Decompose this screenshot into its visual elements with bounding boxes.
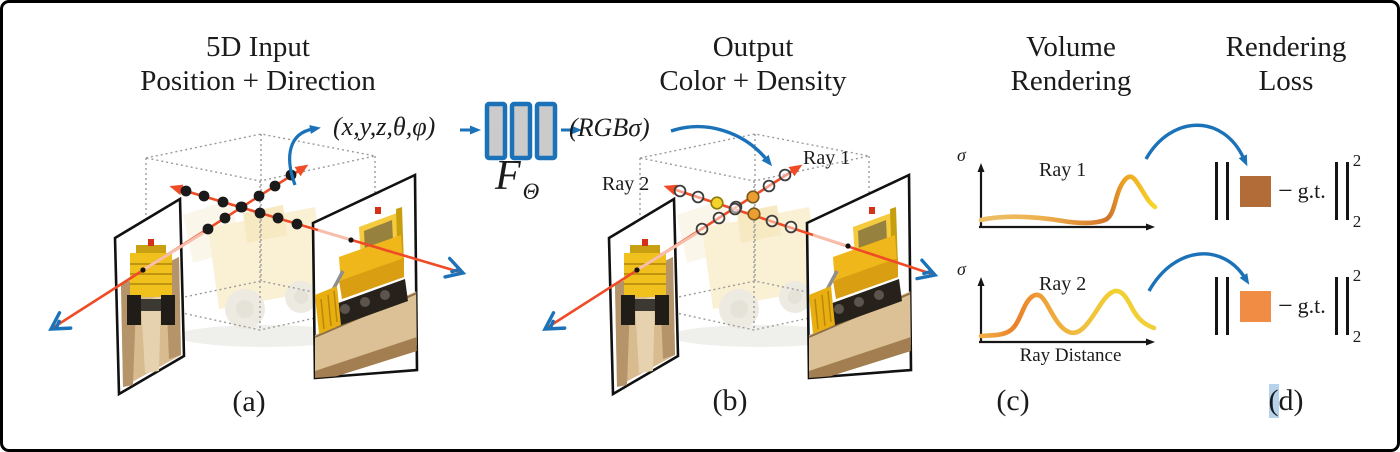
ray-distance-axis-label: Ray Distance [1019,345,1122,366]
arrow-ray1-to-loss [1144,123,1248,167]
title-volume-line1: Volume [1026,31,1116,63]
title-5d-input-line1: 5D Input [206,31,310,63]
ray-sample-circles [673,168,798,236]
norm-exponents: 2 2 [1353,152,1362,230]
panel-label-c: (c) [996,384,1030,417]
title-rendering-loss: Rendering Loss [1176,30,1396,98]
network-theta-subscript: Θ [522,179,540,204]
ray-sample-points [180,169,303,235]
panel-b-rays [538,164,940,340]
ray1-label-plot: Ray 1 [1039,159,1087,181]
panel-label-d: (d) [1254,384,1318,418]
ray1-label-panel-b: Ray 1 [803,147,851,169]
minus-sign: − [1278,291,1293,320]
title-5d-input: 5D Input Position + Direction [98,30,418,98]
rendering-loss-ray1: − g.t. 2 2 [1215,152,1361,230]
title-volume-line2: Rendering [1010,65,1132,97]
superscript-2: 2 [1352,266,1362,285]
subscript-2: 2 [1352,212,1362,231]
norm-bar-left [1215,277,1229,335]
subscript-2: 2 [1352,327,1362,346]
sigma-axis-label-1: σ [957,145,966,165]
norm-bar-right [1334,277,1349,335]
panel-a-rays [44,125,468,340]
panel-label-a: (a) [232,385,266,418]
density-plot-ray2 [977,277,1157,346]
input-tuple-label: (x,y,z,θ,φ) [333,112,436,141]
title-5d-input-line2: Position + Direction [140,65,376,97]
figure-graphics [44,101,1250,449]
superscript-2: 2 [1352,151,1362,170]
norm-bar-right [1334,162,1349,220]
shaded-sample-orange [746,190,760,204]
ground-truth-label: g.t. [1297,293,1326,318]
predicted-color-swatch-ray2 [1240,290,1271,322]
network-f: F [495,153,521,199]
panel-label-b: (b) [712,384,748,417]
network-f-theta-label: FΘ [495,153,539,204]
title-volume-rendering: Volume Rendering [961,30,1181,98]
minus-sign: − [1278,176,1293,205]
mlp-network-icon [484,101,558,161]
ground-truth-label: g.t. [1297,178,1326,203]
arrow-sample-to-input [288,125,321,186]
panel-label-d-rest: d) [1278,384,1304,417]
output-tuple-label: (RGBσ) [569,113,650,142]
title-output: Output Color + Density [593,30,913,98]
rendering-loss-ray2: − g.t. 2 2 [1215,267,1361,345]
title-loss-line1: Rendering [1225,31,1347,63]
ray2-label-plot: Ray 2 [1039,273,1087,295]
norm-exponents: 2 2 [1353,267,1362,345]
sigma-axis-label-2: σ [957,259,966,279]
title-loss-line2: Loss [1258,65,1314,97]
shaded-sample-yellow [710,196,724,210]
density-plot-ray1 [977,163,1158,231]
title-output-line2: Color + Density [659,65,847,97]
title-output-line1: Output [712,31,794,63]
shaded-sample-orange-2 [747,207,761,221]
arrow-ray2-to-loss [1147,252,1250,292]
predicted-color-swatch-ray1 [1240,175,1271,207]
norm-bar-left [1215,162,1229,220]
ray2-label-panel-b: Ray 2 [602,173,650,195]
arrow-output-to-ray [670,125,773,167]
selection-highlight: ( [1268,384,1279,418]
